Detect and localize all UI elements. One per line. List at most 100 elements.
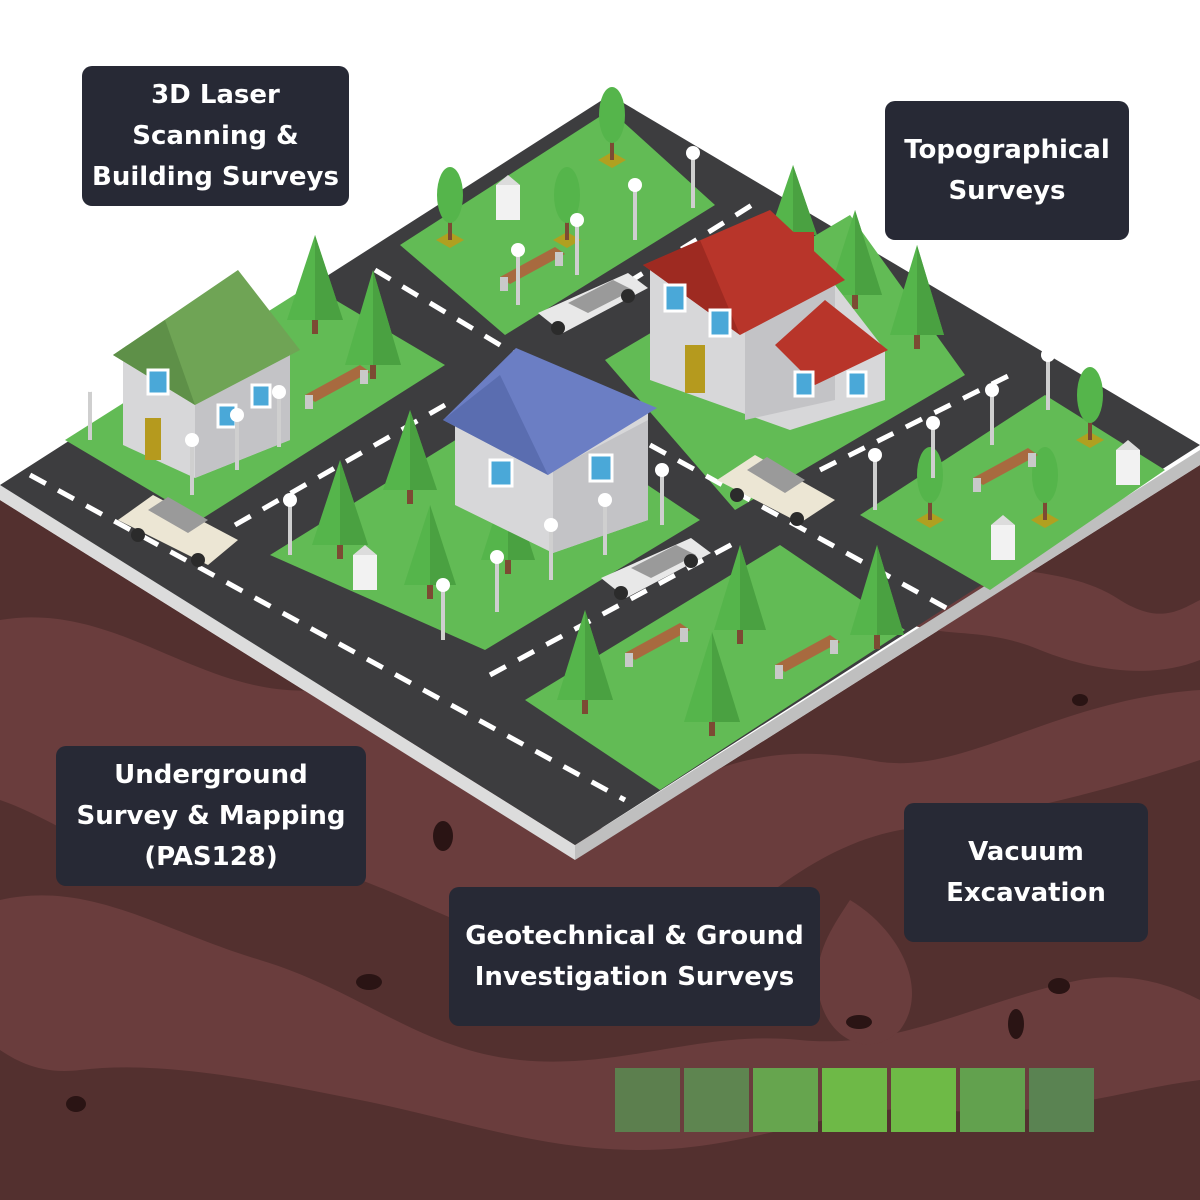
cars (118, 273, 835, 600)
soil-stripe (0, 617, 1200, 970)
label-underground-survey[interactable]: Underground Survey & Mapping (PAS128) (56, 746, 366, 886)
soil-stripe (817, 900, 912, 1045)
window (663, 283, 687, 313)
tree-icon (1031, 447, 1059, 528)
window (846, 370, 868, 398)
label-3d-laser-scanning[interactable]: 3D Laser Scanning & Building Surveys (82, 66, 349, 206)
bench-icon (973, 448, 1038, 492)
grass-block-top (400, 110, 715, 335)
benches (305, 247, 1038, 679)
color-swatch (615, 1068, 680, 1132)
tree-icon (345, 270, 401, 379)
label-topographical-surveys[interactable]: Topographical Surveys (885, 101, 1129, 240)
car-icon (118, 495, 238, 567)
house-icon (643, 210, 888, 430)
street-lamp-icon (598, 493, 612, 555)
stone (846, 1015, 872, 1029)
color-swatch (822, 1068, 887, 1132)
tree-icon (714, 545, 766, 644)
tree-icon (312, 460, 368, 559)
street-lamp-icon (686, 146, 700, 208)
street-lamp-icon (926, 416, 940, 478)
bollard-icon (991, 515, 1015, 560)
trees (287, 165, 944, 736)
street-lamp-icon (655, 463, 669, 525)
road-marking (373, 267, 527, 363)
bench-icon (625, 623, 690, 667)
car-icon (538, 273, 648, 335)
chimney (790, 232, 814, 272)
bollard-icon (1116, 440, 1140, 485)
tree-icon (404, 505, 456, 599)
street-lamp-icon (1041, 348, 1055, 410)
window (250, 383, 272, 409)
car-icon (717, 455, 835, 526)
stone (1048, 978, 1070, 994)
tree-icon (850, 545, 904, 649)
color-swatch-strip (615, 1068, 1094, 1132)
car-icon (601, 538, 711, 600)
road-marking (28, 472, 627, 803)
tree-icon (684, 632, 740, 736)
stone (433, 821, 453, 851)
window (488, 458, 514, 488)
window (708, 308, 732, 338)
window (793, 370, 815, 398)
door (145, 418, 161, 460)
house-icon (113, 270, 300, 478)
window (146, 368, 170, 396)
street-lamp-icon (272, 385, 286, 447)
street-lamp-icon (83, 378, 97, 440)
road-marking (488, 537, 742, 678)
color-swatch (960, 1068, 1025, 1132)
label-geotechnical-surveys[interactable]: Geotechnical & Ground Investigation Surv… (449, 887, 820, 1026)
tree-icon (890, 245, 944, 349)
street-lamp-icon (511, 243, 525, 305)
bollard-icon (496, 175, 520, 220)
tree-icon (598, 87, 626, 168)
tree-icon (553, 167, 581, 248)
bench-icon (775, 635, 840, 679)
street-lamp-icon (490, 550, 504, 612)
bollard-icon (353, 545, 377, 590)
bollards (353, 175, 1140, 590)
street-lamp-icon (185, 433, 199, 495)
color-swatch (684, 1068, 749, 1132)
bench-icon (305, 365, 370, 409)
door (685, 345, 705, 393)
label-vacuum-excavation[interactable]: Vacuum Excavation (904, 803, 1148, 942)
street-lamp-icon (230, 408, 244, 470)
tree-icon (383, 410, 437, 504)
color-swatch (1029, 1068, 1094, 1132)
street-lamp-icon (283, 493, 297, 555)
roof-green-gable (113, 320, 195, 405)
window (588, 453, 614, 483)
road-marking (648, 442, 952, 613)
stone (356, 974, 382, 990)
tree-icon (828, 210, 882, 309)
street-lamp-icon (436, 578, 450, 640)
potted-trees (436, 87, 1104, 528)
tree-icon (916, 447, 944, 528)
tree-icon (287, 235, 343, 334)
street-lamp-icon (544, 518, 558, 580)
platform-side-left (0, 485, 575, 860)
tree-icon (436, 167, 464, 248)
house-icon (443, 348, 657, 553)
street-lamp-icon (985, 383, 999, 445)
color-swatch (891, 1068, 956, 1132)
roof-red-wing (775, 300, 888, 385)
street-lamps (83, 146, 1055, 640)
roof-blue-gable (443, 375, 548, 475)
stone (1072, 694, 1088, 706)
color-swatch (753, 1068, 818, 1132)
street-lamp-icon (868, 448, 882, 510)
street-lamp-icon (570, 213, 584, 275)
house-wall-side (553, 420, 648, 553)
stone (66, 1096, 86, 1112)
tree-icon (1076, 367, 1104, 448)
road-marking (818, 372, 1012, 473)
tree-icon (557, 610, 613, 714)
stone (1008, 1009, 1024, 1039)
